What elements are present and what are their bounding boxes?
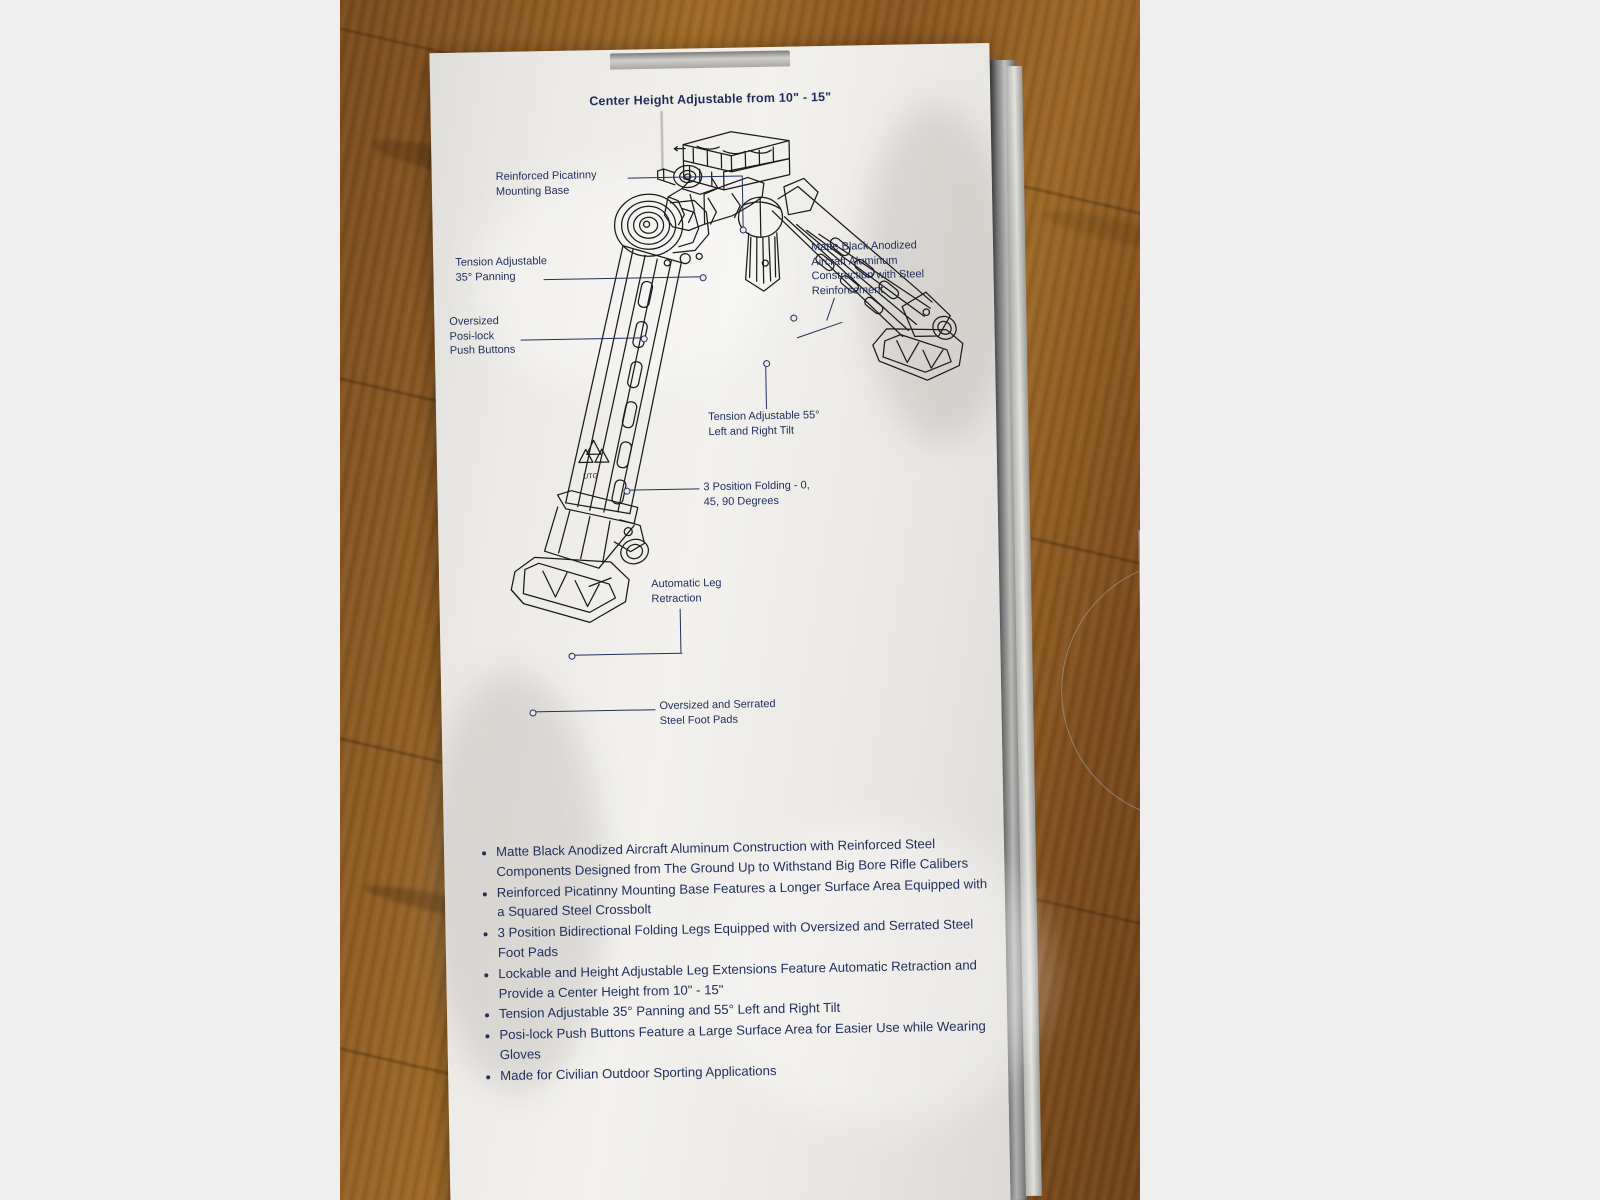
box-top-flap [609,50,791,70]
right-leg [771,177,964,381]
svg-text:UTG: UTG [583,473,598,480]
brand-logo: UTG [578,439,610,480]
feature-list: Matte Black Anodized Aircraft Aluminum C… [480,833,996,1087]
letterbox-right [1140,0,1600,1200]
letterbox-left [0,0,340,1200]
callout-panning-label: Tension Adjustable 35° Panning [455,255,548,284]
callout-footpads-label: Oversized and Serrated Steel Foot Pads [659,697,776,727]
callout-folding-label: 3 Position Folding - 0, 45, 90 Degrees [703,479,810,508]
callout-posilock-label: Oversized Posi-lock Push Buttons [449,315,516,357]
bipod-line-drawing: UTG [510,131,964,624]
callout-aluminum-label: Matte Black Anodized Aircraft Aluminum C… [810,239,925,297]
product-box: Center Height Adjustable from 10" - 15" [420,42,1140,1200]
callout-posilock-dot [640,335,648,343]
callout-retraction-label: Automatic Leg Retraction [651,576,722,605]
callout-aluminum-dot [790,314,798,322]
box-printed-content: Center Height Adjustable from 10" - 15" [429,43,1010,1200]
die-cut-circle [1058,556,1140,824]
callout-picatinny-label: Reinforced Picatinny Mounting Base [495,169,597,198]
picatinny-mount [656,131,791,191]
callout-footpads-dot [529,709,537,717]
callout-tilt-label: Tension Adjustable 55° Left and Right Ti… [708,409,820,438]
left-leg: UTG [510,193,710,624]
callout-panning-dot [699,274,707,282]
wood-grain [1039,203,1140,259]
bipod-center-body [663,176,784,292]
product-photo: Center Height Adjustable from 10" - 15" [340,0,1140,1200]
